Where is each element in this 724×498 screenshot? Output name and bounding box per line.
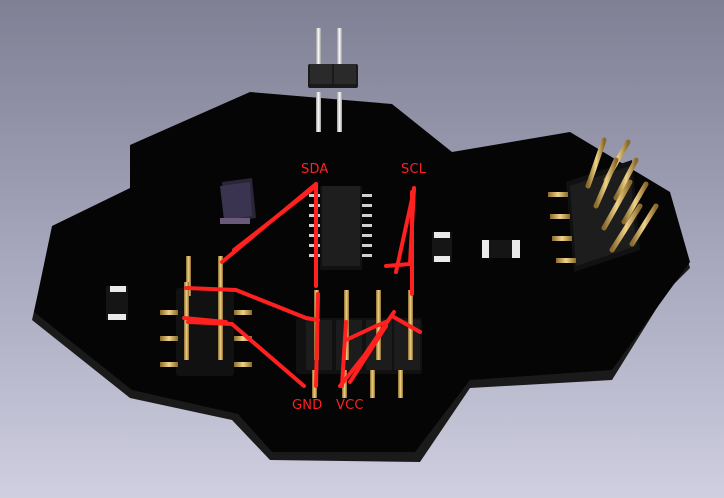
smd-component-mid — [432, 232, 452, 262]
left-pin-header — [160, 256, 252, 376]
vcc-label: VCC — [336, 398, 364, 413]
top-pin-header — [308, 28, 358, 132]
smd-component-right — [482, 240, 520, 258]
right-pin-header — [548, 137, 659, 272]
annotation-wires — [182, 182, 422, 388]
sda-label: SDA — [301, 162, 329, 177]
crystal-component — [220, 178, 256, 224]
smd-component-left — [106, 286, 128, 320]
scl-label: SCL — [401, 162, 427, 177]
gnd-label: GND — [292, 398, 323, 413]
